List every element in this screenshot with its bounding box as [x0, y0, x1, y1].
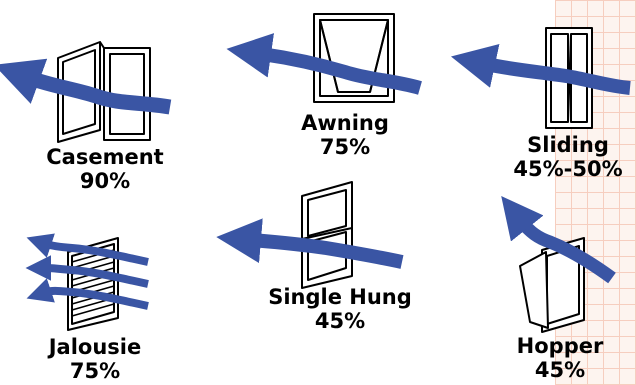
casement-airflow-arrow: [0, 58, 172, 115]
hopper-label: Hopper 45%: [500, 334, 620, 382]
awning-name: Awning: [301, 111, 389, 135]
jalousie-label: Jalousie 75%: [20, 335, 170, 383]
hopper-value: 45%: [534, 358, 586, 382]
hopper-window-icon: [519, 237, 585, 333]
casement-label: Casement 90%: [30, 145, 180, 193]
single-hung-name: Single Hung: [268, 285, 412, 309]
jalousie-airflow-arrows: [25, 233, 149, 310]
casement-value: 90%: [79, 169, 131, 193]
awning-window-icon: [313, 13, 395, 103]
hopper-name: Hopper: [516, 334, 604, 358]
sliding-airflow-arrow: [450, 43, 631, 95]
single-hung-value: 45%: [314, 309, 366, 333]
single-hung-window-icon: [301, 181, 353, 289]
awning-value: 75%: [319, 135, 371, 159]
jalousie-value: 75%: [69, 359, 121, 383]
hopper-airflow-arrow: [501, 196, 616, 284]
sliding-name: Sliding: [527, 133, 609, 157]
single-hung-airflow-arrow: [216, 218, 404, 269]
single-hung-label: Single Hung 45%: [250, 285, 430, 333]
jalousie-name: Jalousie: [48, 335, 142, 359]
casement-name: Casement: [46, 145, 164, 169]
awning-label: Awning 75%: [270, 111, 420, 159]
awning-airflow-arrow: [226, 33, 422, 95]
sliding-value: 45%-50%: [513, 157, 623, 181]
sliding-label: Sliding 45%-50%: [500, 133, 636, 181]
